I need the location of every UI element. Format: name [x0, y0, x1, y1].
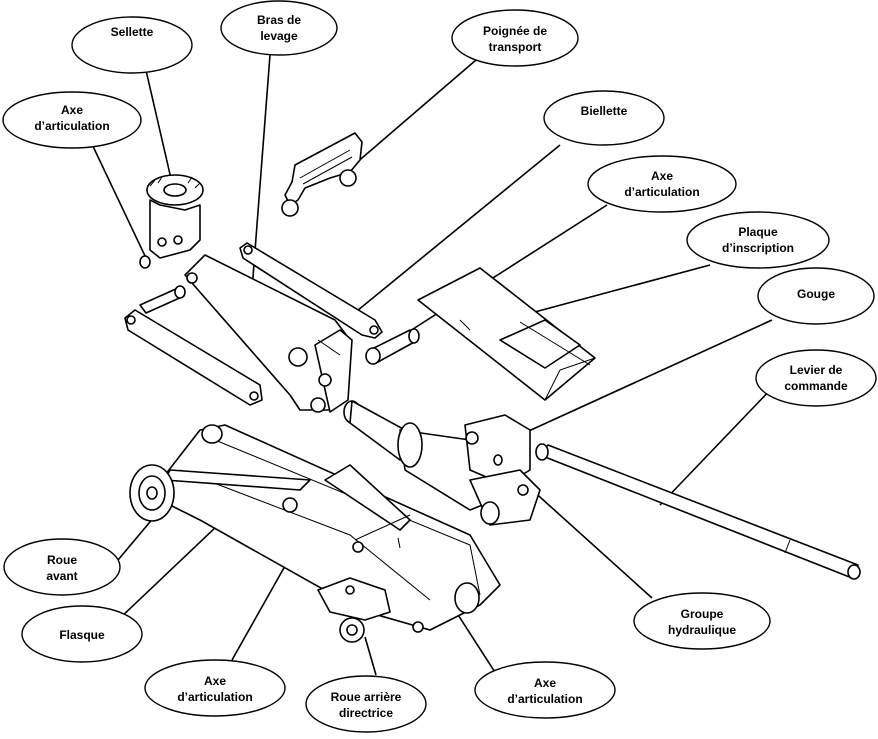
label-plaque-l1: Plaque [738, 225, 778, 239]
callout-gouge: Gouge [757, 267, 875, 325]
callout-axe-top-left: Axe d’articulation [2, 91, 142, 149]
lift-arm-part [184, 254, 353, 413]
label-roue-avant-l1: Roue [47, 553, 77, 567]
label-roue-arriere-l1: Roue arrière [331, 690, 402, 704]
label-poignee-l2: transport [489, 40, 542, 54]
label-axe-bl-l2: d’articulation [177, 690, 252, 704]
front-wheel-part [129, 464, 175, 522]
callout-axe-bottom-left: Axe d’articulation [144, 659, 286, 717]
label-biellette-l1: Biellette [581, 104, 628, 118]
label-axe-br-l1: Axe [534, 676, 556, 690]
callout-axe-bottom-right: Axe d’articulation [474, 661, 616, 719]
label-levier-l1: Levier de [790, 363, 843, 377]
inscription-plate-part [417, 267, 596, 401]
lower-link-part [124, 309, 263, 406]
label-plaque-l2: d’inscription [722, 241, 794, 255]
callout-roue-arriere: Roue arrière directrice [305, 675, 427, 733]
label-groupe-l1: Groupe [681, 607, 724, 621]
label-axe-tr-l1: Axe [651, 169, 673, 183]
transport-handle-part [281, 132, 363, 217]
label-axe-tl-l1: Axe [61, 103, 83, 117]
saddle-part [139, 174, 204, 269]
rear-wheel-part [317, 577, 391, 643]
callout-flasque: Flasque [21, 605, 143, 663]
pivot-pin-top-right-part [365, 328, 420, 365]
jack-parts [124, 132, 861, 643]
operating-lever-part [535, 443, 861, 580]
label-levier-l2: commande [784, 379, 848, 393]
pivot-pin-top-left-part [139, 285, 186, 314]
callout-bras-levage: Bras de levage [220, 0, 338, 56]
label-roue-avant-l2: avant [46, 569, 77, 583]
callout-levier: Levier de commande [755, 349, 877, 407]
label-sellette-l1: Sellette [111, 25, 154, 39]
label-axe-tl-l2: d’articulation [34, 119, 109, 133]
label-bras-l2: levage [260, 29, 298, 43]
hydraulic-group-part [343, 400, 541, 526]
callout-poignee: Poignée de transport [451, 9, 579, 67]
label-flasque-l1: Flasque [59, 628, 105, 642]
callout-biellette: Biellette [543, 90, 665, 146]
label-axe-bl-l1: Axe [204, 674, 226, 688]
label-poignee-l1: Poignée de [483, 24, 547, 38]
link-rod-part [239, 242, 383, 339]
label-roue-arriere-l2: directrice [339, 706, 393, 720]
label-axe-br-l2: d’articulation [507, 692, 582, 706]
callout-groupe: Groupe hydraulique [633, 592, 771, 650]
callout-axe-top-right: Axe d’articulation [587, 155, 737, 213]
callout-roue-avant: Roue avant [3, 538, 121, 596]
label-groupe-l2: hydraulique [668, 623, 736, 637]
label-gouge-l1: Gouge [797, 287, 835, 301]
callout-plaque: Plaque d’inscription [686, 211, 830, 269]
callout-sellette: Sellette [71, 16, 193, 74]
chassis-part [164, 424, 501, 633]
label-bras-l1: Bras de [257, 13, 301, 27]
label-axe-tr-l2: d’articulation [624, 185, 699, 199]
